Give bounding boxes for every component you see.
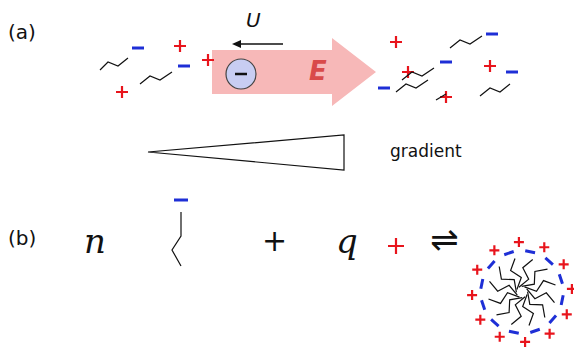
anion-charge: [525, 251, 535, 253]
surfactant-chain: [140, 72, 172, 84]
anion-charge: [378, 87, 390, 90]
gradient-label: gradient: [390, 143, 462, 160]
surfactant-chain: [490, 281, 518, 295]
surfactant-chain: [519, 260, 533, 288]
surfactant-chain: [172, 212, 181, 266]
stoichiometry-n: n: [84, 224, 106, 258]
anion-charge: [440, 61, 452, 64]
cation: [539, 242, 549, 252]
anion-charge: [504, 252, 513, 255]
cation: [520, 337, 530, 347]
surfactant-chain: [497, 298, 523, 315]
cation: [475, 315, 485, 325]
surfactant-chain: [522, 269, 548, 286]
anion-charge: [506, 71, 518, 74]
anion-charge: [174, 199, 188, 202]
surfactant-chain: [480, 84, 510, 96]
anion-charge: [509, 331, 519, 333]
anion-charge: [530, 329, 539, 332]
cation: [202, 54, 214, 66]
surfactant-chain: [402, 68, 434, 80]
anion-charge: [482, 300, 485, 309]
cation: [472, 265, 482, 275]
surfactant-chain: [436, 94, 446, 100]
surfactant-chain: [511, 259, 522, 290]
surfactant-chain: [499, 267, 516, 293]
anion-charge: [561, 295, 563, 305]
cation: [388, 238, 404, 254]
anion-charge: [491, 319, 498, 326]
anion-charge: [549, 315, 556, 322]
cation: [390, 36, 402, 48]
cation: [545, 329, 555, 339]
stoichiometry-q: q: [336, 224, 358, 258]
surfactant-chain: [396, 80, 428, 92]
cation: [116, 86, 128, 98]
panel-label: (b): [8, 228, 36, 248]
panel-label: (a): [8, 22, 36, 42]
cation: [484, 60, 496, 72]
particle-charge: [235, 73, 247, 76]
surfactant-chain: [528, 292, 545, 318]
anion-charge: [545, 258, 552, 265]
plus-operator: +: [262, 226, 287, 256]
velocity-arrow: [236, 43, 283, 45]
anion-charge: [132, 47, 144, 50]
field-label: E: [309, 58, 327, 84]
surfactant-chain: [511, 297, 525, 325]
surfactant-chain: [523, 295, 534, 326]
surfactant-chain: [489, 293, 520, 304]
anion-charge: [488, 261, 495, 268]
ions: [100, 34, 574, 347]
velocity-arrowhead: [232, 40, 241, 48]
particle: [226, 59, 256, 89]
cation: [495, 332, 505, 342]
surfactant-chain: [450, 36, 482, 48]
gradient-wedge: [148, 135, 344, 170]
cation: [562, 309, 572, 319]
cation: [514, 237, 524, 247]
surfactant-chain: [525, 281, 556, 292]
cation: [559, 259, 569, 269]
cation: [467, 290, 477, 300]
surfactant-chain: [100, 58, 128, 70]
field-arrow: [212, 38, 376, 106]
velocity-label: U: [246, 10, 261, 30]
equilibrium-arrow: ⇌: [430, 222, 459, 256]
anion-charge: [481, 279, 483, 289]
surfactant-chain: [527, 289, 555, 303]
anion-charge: [486, 33, 498, 36]
cation: [174, 40, 186, 52]
cation: [489, 245, 499, 255]
cation: [567, 284, 574, 294]
anion-charge: [559, 274, 562, 283]
anion-charge: [178, 65, 190, 68]
